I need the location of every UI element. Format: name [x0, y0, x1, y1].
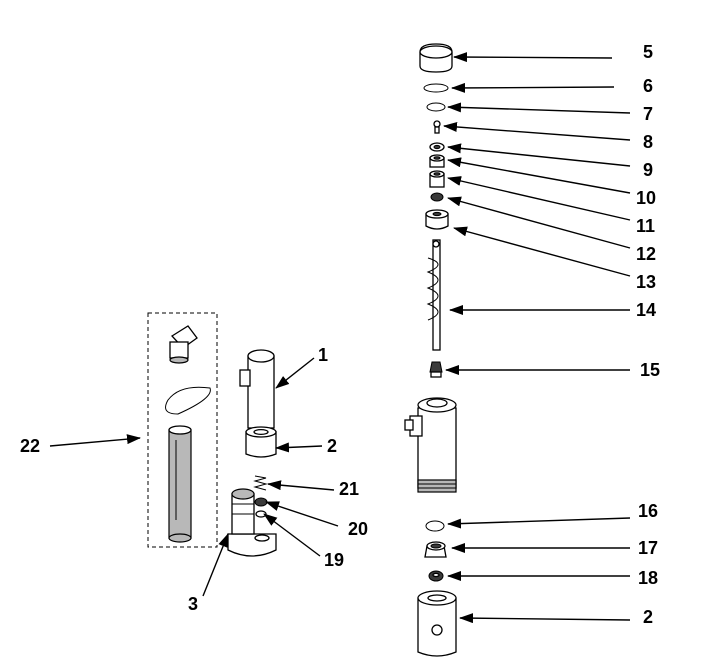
callout-11: 11 [636, 216, 655, 236]
callout-12: 12 [636, 244, 656, 264]
part-spring [253, 475, 268, 491]
part-bushing [429, 154, 445, 168]
callout-22: 22 [20, 436, 40, 456]
part-o-ring [426, 102, 446, 112]
callout-16: 16 [638, 501, 658, 521]
callout-20: 20 [348, 519, 368, 539]
callout-13: 13 [636, 272, 656, 292]
leader-lines [49, 52, 631, 624]
callout-7: 7 [643, 104, 653, 124]
callout-2-middle: 2 [327, 436, 337, 456]
callout-1: 1 [318, 345, 328, 365]
kit-box [147, 312, 218, 548]
part-nut [430, 192, 444, 202]
part-small-nut [254, 497, 268, 507]
part-seal-cup [424, 541, 447, 558]
part-base-lower [417, 590, 457, 657]
part-seal [429, 142, 445, 152]
part-filter-cylinder [168, 425, 192, 543]
part-motor-base [227, 488, 277, 557]
callout-3: 3 [188, 594, 198, 614]
callout-2-lower: 2 [643, 607, 653, 627]
callout-21: 21 [339, 479, 359, 499]
callout-18: 18 [638, 568, 658, 588]
part-sleeve [429, 170, 445, 188]
right-assembly [404, 43, 457, 657]
part-lower-o-ring [425, 520, 445, 532]
part-pump-housing [404, 397, 457, 493]
callout-19: 19 [324, 550, 344, 570]
part-valve [429, 361, 443, 378]
part-collar [425, 209, 449, 230]
part-elbow-fitting [169, 325, 198, 364]
part-pin [433, 120, 441, 134]
callout-9: 9 [643, 160, 653, 180]
callout-14: 14 [636, 300, 656, 320]
part-bearing [428, 570, 444, 582]
callout-8: 8 [643, 132, 653, 152]
callout-17: 17 [638, 538, 658, 558]
part-cap [419, 43, 453, 73]
middle-assembly [227, 349, 277, 557]
callout-6: 6 [643, 76, 653, 96]
part-washer [423, 83, 449, 93]
part-tube [239, 349, 275, 429]
callout-10: 10 [636, 188, 656, 208]
callout-5: 5 [643, 42, 653, 62]
callout-15: 15 [640, 360, 660, 380]
part-auger-shaft [426, 239, 441, 351]
part-base-middle [245, 426, 277, 458]
part-belt [165, 386, 211, 415]
callout-labels: 5 6 7 8 9 10 11 12 13 14 15 16 17 18 2 1… [20, 42, 660, 627]
